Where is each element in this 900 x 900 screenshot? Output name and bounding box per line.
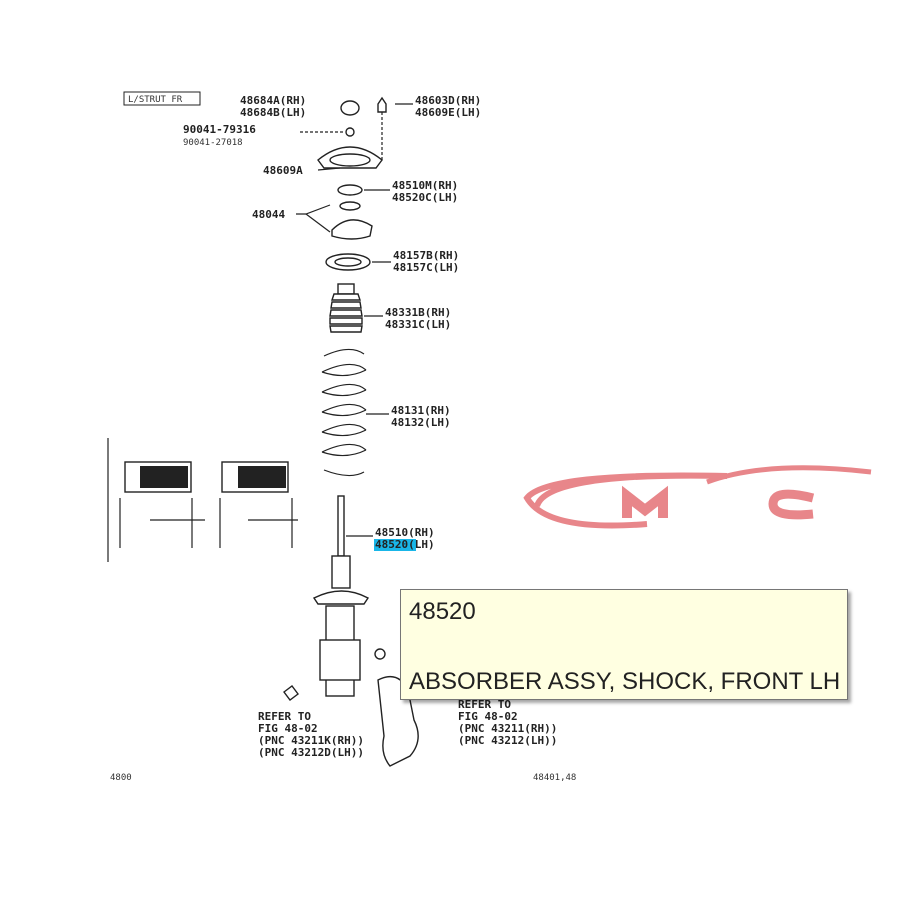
label-48157b[interactable]: 48157B(RH) — [393, 249, 459, 262]
upper-cap-part — [340, 100, 360, 116]
svg-text:FIG 48-02: FIG 48-02 — [258, 722, 318, 735]
coil-spring-part — [321, 348, 367, 477]
refer-note-right: REFER TO FIG 48-02 (PNC 43211(RH)) (PNC … — [458, 698, 557, 747]
svg-text:(PNC 43212D(LH)): (PNC 43212D(LH)) — [258, 746, 364, 759]
label-48510[interactable]: 48510(RH) — [375, 526, 435, 539]
cmc-logo-watermark — [523, 465, 872, 529]
label-48044[interactable]: 48044 — [252, 208, 285, 221]
upper-nut-part — [377, 96, 387, 113]
part-tooltip: 48520 ABSORBER ASSY, SHOCK, FRONT LH — [400, 589, 848, 700]
label-48157c[interactable]: 48157C(LH) — [393, 261, 459, 274]
label-bolt-1[interactable]: 90041-79316 — [183, 123, 256, 136]
label-48520c[interactable]: 48520C(LH) — [392, 191, 458, 204]
label-48684b[interactable]: 48684B(LH) — [240, 106, 306, 119]
label-48331b[interactable]: 48331B(RH) — [385, 306, 451, 319]
svg-text:(PNC 43212(LH)): (PNC 43212(LH)) — [458, 734, 557, 747]
label-48609e[interactable]: 48609E(LH) — [415, 106, 481, 119]
label-bolt-2[interactable]: 90041-27018 — [183, 138, 243, 148]
label-48520[interactable]: 48520(LH) — [375, 538, 435, 551]
absorber-part — [312, 495, 370, 697]
highlight-48520 — [374, 539, 416, 551]
svg-text:(PNC 43211K(RH)): (PNC 43211K(RH)) — [258, 734, 364, 747]
seat-part — [331, 219, 373, 240]
svg-text:(PNC 43211(RH)): (PNC 43211(RH)) — [458, 722, 557, 735]
footer-right: 48401,48 — [533, 773, 576, 783]
header-box — [123, 91, 201, 106]
tooltip-description: ABSORBER ASSY, SHOCK, FRONT LH — [409, 668, 841, 695]
footer-left: 4800 — [110, 773, 132, 783]
svg-text:REFER TO: REFER TO — [458, 698, 511, 711]
label-48603d[interactable]: 48603D(RH) — [415, 94, 481, 107]
label-48131[interactable]: 48131(RH) — [391, 404, 451, 417]
label-48510m[interactable]: 48510M(RH) — [392, 179, 458, 192]
svg-text:FIG 48-02: FIG 48-02 — [458, 710, 518, 723]
label-48609a[interactable]: 48609A — [263, 164, 303, 177]
refer-note-left: REFER TO FIG 48-02 (PNC 43211K(RH)) (PNC… — [258, 710, 364, 759]
header-box-text: L/STRUT FR — [128, 95, 183, 105]
bearing-part — [337, 184, 363, 196]
inset-detail — [107, 438, 298, 562]
label-48684a[interactable]: 48684A(RH) — [240, 94, 306, 107]
label-48331c[interactable]: 48331C(LH) — [385, 318, 451, 331]
label-48132[interactable]: 48132(LH) — [391, 416, 451, 429]
tooltip-part-number: 48520 — [409, 598, 476, 625]
bumper-part — [329, 283, 363, 333]
svg-text:REFER TO: REFER TO — [258, 710, 311, 723]
